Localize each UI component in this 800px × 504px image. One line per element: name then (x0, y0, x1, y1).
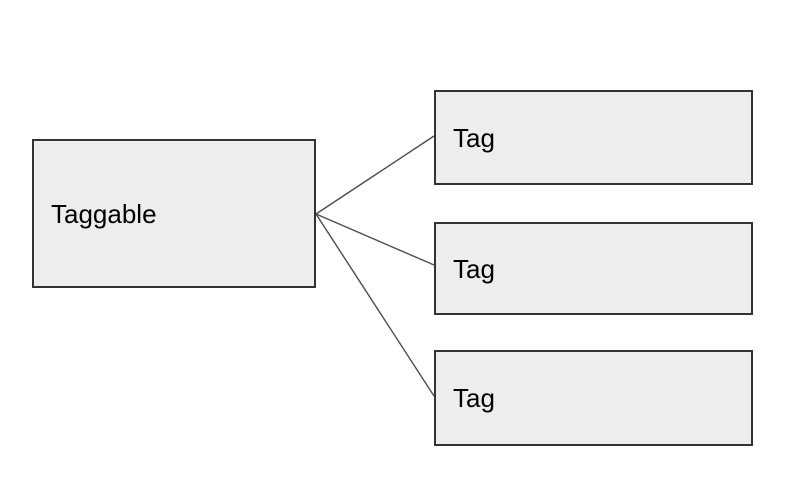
edge-taggable-tag-3 (315, 213, 435, 397)
node-tag-1[interactable]: Tag (434, 90, 753, 185)
node-tag-3-label: Tag (453, 383, 495, 413)
edge-taggable-tag-1 (315, 135, 435, 215)
edge-taggable-tag-2 (315, 213, 435, 266)
node-tag-2-label: Tag (453, 253, 495, 284)
node-tag-3[interactable]: Tag (434, 350, 753, 446)
node-taggable-label: Taggable (51, 198, 157, 229)
node-tag-2[interactable]: Tag (434, 222, 753, 315)
node-tag-1-label: Tag (453, 122, 495, 153)
node-taggable[interactable]: Taggable (32, 139, 316, 288)
